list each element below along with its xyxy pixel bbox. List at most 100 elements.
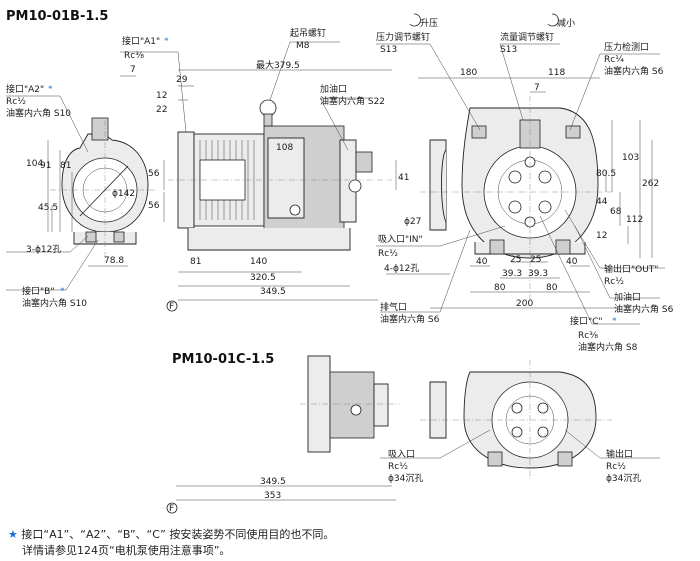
dim-78-8: 78.8	[104, 256, 124, 266]
side-view-secondary	[300, 355, 400, 453]
dim-81a: 81	[60, 161, 71, 171]
flow-down-label: 减小	[557, 17, 575, 29]
outlet2-label: 输出口	[606, 448, 633, 460]
outlet-label: 输出口"OUT"	[604, 263, 658, 275]
dim-56a: 56	[148, 169, 160, 179]
port-a1-label: 接口"A1"	[122, 35, 160, 47]
dim-25b: 25	[530, 255, 541, 265]
dim-7b: 7	[534, 83, 540, 93]
dim-104: 104	[26, 159, 43, 169]
port-a1-thread: Rc⅜	[124, 51, 144, 61]
dim-80-5: 80.5	[596, 169, 616, 179]
dim-40a: 40	[476, 257, 488, 267]
pressure-screw-label: 压力调节螺钉	[376, 31, 430, 43]
inlet-thread: Rc½	[378, 249, 398, 259]
star-b-icon: *	[60, 286, 65, 296]
inlet-label: 吸入口"IN"	[378, 234, 423, 245]
inlet2-thread: Rc½	[388, 462, 408, 472]
fill2-plug: 油塞内六角 S6	[614, 303, 674, 315]
dim-349-5: 349.5	[260, 287, 286, 297]
gauge-port-label: 压力检测口	[604, 41, 649, 53]
port-c-plug: 油塞内六角 S8	[578, 341, 638, 353]
vent-label: 排气口	[380, 301, 407, 313]
outlet2-thread: Rc½	[606, 462, 626, 472]
dimension-lines	[47, 69, 653, 501]
datum-marker: F F	[166, 300, 178, 514]
rotate-cw-icon-2	[547, 13, 559, 27]
gauge-port-thread: Rc¼	[604, 55, 624, 65]
dim-112: 112	[626, 215, 643, 225]
outlet-thread: Rc½	[604, 277, 624, 287]
dimension-values: 7 29 12 最大379.5 22 104 91 81 45.5 ϕ142 5…	[26, 59, 659, 501]
dim-180: 180	[460, 68, 477, 78]
dim-80b: 80	[546, 283, 558, 293]
port-c-label: 接口"C"	[570, 315, 603, 327]
end-view-left	[50, 117, 156, 262]
dim-45-5: 45.5	[38, 203, 58, 213]
mount-holes-4-label: 4-ϕ12孔	[384, 263, 419, 274]
dim-44: 44	[596, 197, 608, 207]
dim-25a: 25	[510, 255, 521, 265]
dim-262: 262	[642, 179, 659, 189]
mount-holes-label: 3-ϕ12孔	[26, 244, 61, 255]
dim-29: 29	[176, 75, 188, 85]
inlet2-label: 吸入口	[388, 449, 415, 460]
leader-lines	[6, 41, 665, 459]
fill-port-plug: 油塞内六角 S22	[320, 95, 385, 107]
dim-81b: 81	[190, 257, 201, 267]
dim-7: 7	[130, 65, 136, 75]
end-view-right	[420, 96, 612, 300]
dim-56b: 56	[148, 201, 160, 211]
dim-22: 22	[156, 105, 167, 115]
dim-353: 353	[264, 491, 281, 501]
flow-screw-label: 流量调节螺钉	[500, 31, 554, 43]
svg-text:F: F	[169, 302, 174, 312]
footnote-line-2: 详情请参见124页“电机泵使用注意事项”。	[22, 544, 231, 557]
gauge-port-plug: 油塞内六角 S6	[604, 65, 664, 77]
star-a2-icon: *	[48, 84, 53, 94]
vent-plug: 油塞内六角 S6	[380, 313, 440, 325]
port-b-label: 接口"B"	[22, 285, 54, 297]
dim-41: 41	[398, 173, 409, 183]
model-title-secondary: PM10-01C-1.5	[172, 352, 274, 367]
dim-phi142: ϕ142	[112, 189, 135, 199]
inlet2-bore: ϕ34沉孔	[388, 473, 423, 484]
lift-bolt-size: M8	[296, 41, 310, 51]
dim-phi27: ϕ27	[404, 217, 421, 227]
lift-bolt-label: 起吊螺钉	[290, 28, 326, 39]
dim-39-3a: 39.3	[502, 269, 522, 279]
dim-39-3b: 39.3	[528, 269, 548, 279]
port-a2-label: 接口"A2"	[6, 83, 44, 95]
star-icon: ★	[8, 528, 18, 541]
dim-40b: 40	[566, 257, 578, 267]
dim-12: 12	[156, 91, 167, 101]
port-b-plug: 油塞内六角 S10	[22, 297, 87, 309]
footnote-text-1: 接口“A1”、“A2”、“B”、“C” 按安装姿势不同使用目的也不同。	[21, 528, 335, 541]
port-a2-plug: 油塞内六角 S10	[6, 107, 71, 119]
outlet2-bore: ϕ34沉孔	[606, 473, 641, 484]
end-view-secondary	[420, 360, 612, 480]
dim-108: 108	[276, 143, 293, 153]
dim-320-5: 320.5	[250, 273, 276, 283]
dim-80a: 80	[494, 283, 506, 293]
dim-68: 68	[610, 207, 622, 217]
fill2-label: 加油口	[614, 291, 641, 303]
dim-118: 118	[548, 68, 565, 78]
port-c-thread: Rc⅜	[578, 331, 598, 341]
callouts: 接口"A1" * Rc⅜ 接口"A2" * Rc½ 油塞内六角 S10 起吊螺钉…	[6, 13, 674, 484]
dim-91: 91	[40, 161, 51, 171]
footnote-line-1: ★ 接口“A1”、“A2”、“B”、“C” 按安装姿势不同使用目的也不同。	[8, 526, 334, 542]
dim-140: 140	[250, 257, 267, 267]
side-view-main	[168, 99, 392, 251]
flow-screw-size: S13	[500, 45, 517, 55]
star-a1-icon: *	[164, 36, 169, 46]
dim-349-5b: 349.5	[260, 477, 286, 487]
pressure-up-label: 升压	[420, 18, 438, 29]
dim-200: 200	[516, 299, 533, 309]
model-title-primary: PM10-01B-1.5	[6, 9, 108, 24]
rotate-cw-icon	[409, 13, 421, 27]
dim-12b: 12	[596, 231, 607, 241]
fill-port-label: 加油口	[320, 83, 347, 95]
